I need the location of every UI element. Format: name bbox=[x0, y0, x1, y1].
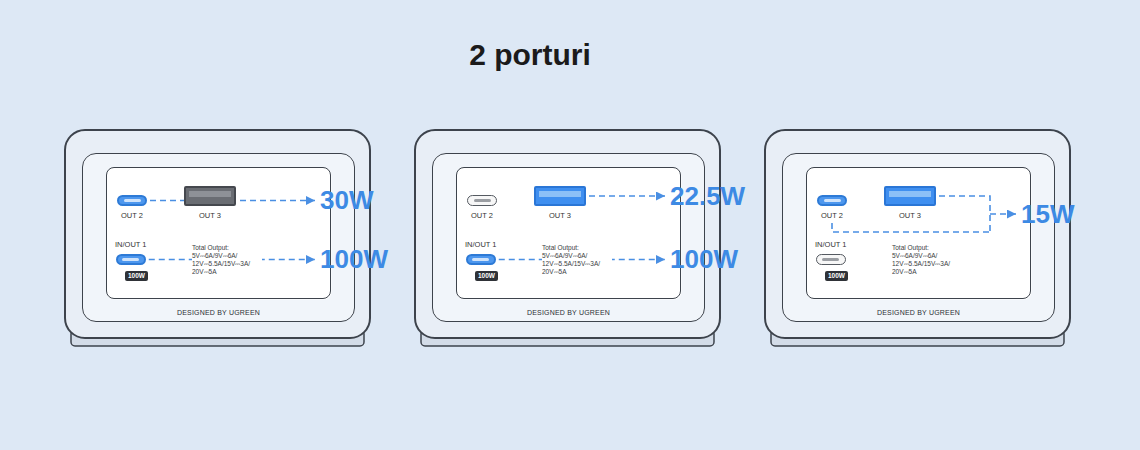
leader-arrow bbox=[832, 223, 990, 232]
wattage-holder: 22.5W bbox=[670, 182, 745, 211]
leader-arrow bbox=[939, 196, 990, 232]
wattage-label: 22.5W bbox=[670, 182, 745, 211]
charger-housing bbox=[65, 130, 370, 346]
page-title: 2 porturi bbox=[330, 38, 730, 72]
wattage-badge: 100W bbox=[825, 271, 848, 281]
brand-text: DESIGNED BY UGREEN bbox=[527, 309, 610, 316]
badge-text: 100W bbox=[828, 272, 845, 280]
front-bezel: DESIGNED BY UGREEN Total Output: 5V⎓6A/9V… bbox=[432, 153, 705, 322]
port-label: IN/OUT 1 bbox=[815, 240, 847, 249]
charger-housing bbox=[765, 130, 1070, 346]
port-panel: Total Output: 5V⎓6A/9V⎓6A/ 12V⎓5.5A/15V⎓… bbox=[806, 167, 1031, 299]
port-label: OUT 3 bbox=[199, 211, 221, 220]
brand-text: DESIGNED BY UGREEN bbox=[877, 309, 960, 316]
wattage-holder: 30W bbox=[320, 186, 373, 215]
port-group: OUT 2 bbox=[817, 195, 847, 220]
usb-c-port bbox=[817, 195, 847, 206]
port-label: OUT 2 bbox=[471, 211, 493, 220]
port-slot bbox=[474, 199, 491, 202]
badge-text: 100W bbox=[478, 272, 495, 280]
usb-a-port bbox=[884, 186, 936, 206]
front-bezel: DESIGNED BY UGREEN Total Output: 5V⎓6A/9V… bbox=[782, 153, 1055, 322]
port-slot bbox=[122, 258, 139, 261]
port-slot bbox=[822, 258, 839, 261]
leader-arrow bbox=[589, 195, 665, 197]
front-bezel: DESIGNED BY UGREEN Total Output: 5V⎓6A/9V… bbox=[82, 153, 355, 322]
badge-text: 100W bbox=[128, 272, 145, 280]
port-group: OUT 3 bbox=[534, 186, 586, 220]
port-slot bbox=[889, 191, 931, 197]
usb-c-port bbox=[116, 254, 146, 265]
port-label: OUT 2 bbox=[121, 211, 143, 220]
usb-c-port bbox=[816, 254, 846, 265]
port-group: OUT 3 bbox=[184, 186, 236, 220]
output-spec: Total Output: 5V⎓6A/9V⎓6A/ 12V⎓5.5A/15V⎓… bbox=[892, 244, 962, 277]
wattage-label: 30W bbox=[320, 186, 373, 215]
wattage-label: 15W bbox=[1021, 200, 1074, 229]
usb-c-port bbox=[467, 195, 497, 206]
port-panel: Total Output: 5V⎓6A/9V⎓6A/ 12V⎓5.5A/15V⎓… bbox=[456, 167, 681, 299]
output-spec: Total Output: 5V⎓6A/9V⎓6A/ 12V⎓5.5A/15V⎓… bbox=[542, 244, 612, 277]
wattage-holder: 100W bbox=[670, 245, 738, 274]
port-panel: Total Output: 5V⎓6A/9V⎓6A/ 12V⎓5.5A/15V⎓… bbox=[106, 167, 331, 299]
port-group: IN/OUT 1 bbox=[465, 240, 497, 265]
output-spec: Total Output: 5V⎓6A/9V⎓6A/ 12V⎓5.5A/15V⎓… bbox=[192, 244, 262, 277]
port-group: IN/OUT 1 bbox=[815, 240, 847, 265]
usb-a-port bbox=[184, 186, 236, 206]
usb-a-port bbox=[534, 186, 586, 206]
wattage-label: 100W bbox=[670, 245, 738, 274]
port-group: OUT 2 bbox=[117, 195, 147, 220]
wattage-badge: 100W bbox=[475, 271, 498, 281]
port-slot bbox=[824, 199, 841, 202]
wattage-label: 100W bbox=[320, 245, 388, 274]
port-slot bbox=[472, 258, 489, 261]
title-holder: 2 porturi bbox=[330, 38, 730, 72]
usb-c-port bbox=[466, 254, 496, 265]
wattage-holder: 15W bbox=[1021, 200, 1074, 229]
leader-arrow bbox=[990, 213, 1016, 215]
port-group: OUT 2 bbox=[467, 195, 497, 220]
charger-housing bbox=[415, 130, 720, 346]
brand-text: DESIGNED BY UGREEN bbox=[177, 309, 260, 316]
port-label: IN/OUT 1 bbox=[115, 240, 147, 249]
usb-c-port bbox=[117, 195, 147, 206]
port-label: OUT 2 bbox=[821, 211, 843, 220]
port-label: OUT 3 bbox=[549, 211, 571, 220]
wattage-holder: 100W bbox=[320, 245, 388, 274]
wattage-badge: 100W bbox=[125, 271, 148, 281]
port-label: OUT 3 bbox=[899, 211, 921, 220]
port-group: IN/OUT 1 bbox=[115, 240, 147, 265]
port-slot bbox=[539, 191, 581, 197]
port-label: IN/OUT 1 bbox=[465, 240, 497, 249]
port-slot bbox=[189, 191, 231, 197]
port-group: OUT 3 bbox=[884, 186, 936, 220]
port-slot bbox=[124, 199, 141, 202]
